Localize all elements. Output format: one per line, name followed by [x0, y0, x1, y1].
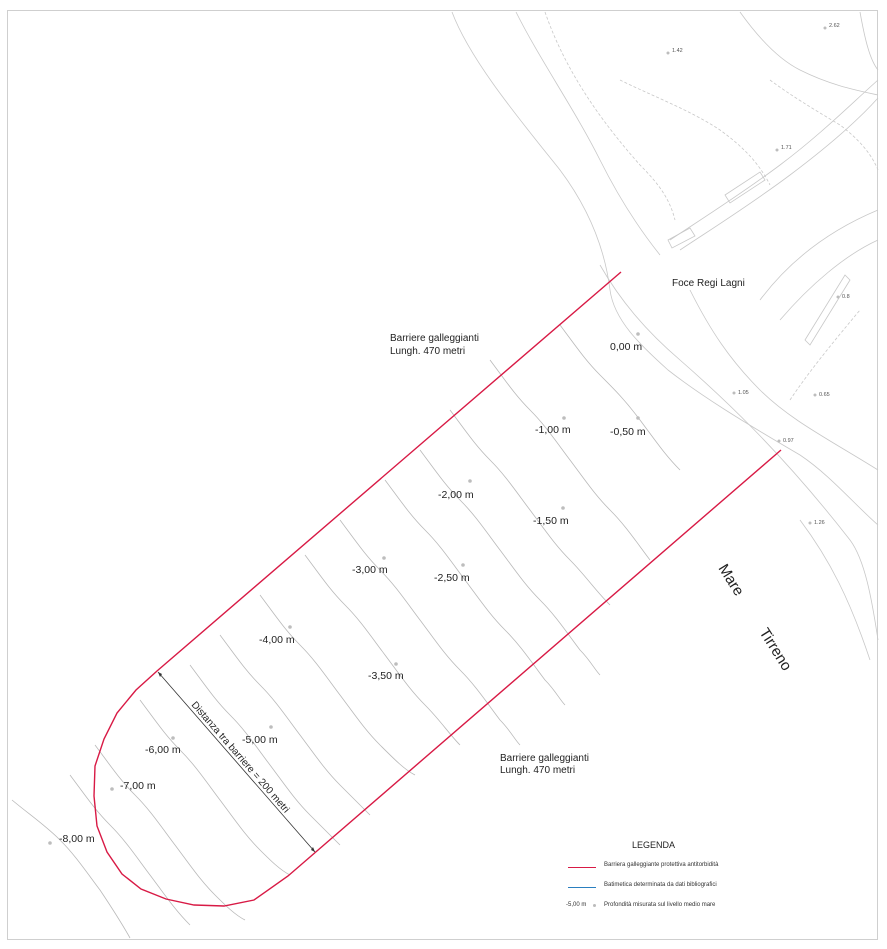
map-frame: [7, 10, 878, 940]
spot-height: 2.62: [829, 23, 840, 29]
depth-label-400: -4,00 m: [259, 634, 295, 646]
depth-label-100: -1,00 m: [535, 424, 571, 436]
sea-name: Mare Tirreno: [715, 561, 795, 674]
spot-height: 1.71: [781, 145, 792, 151]
depth-contours: [11, 324, 681, 939]
spot-height-labels: 2.62 1.42 1.71 0.8 1.05 0.65 0.97 1.26: [672, 23, 850, 526]
floating-barrier: [93, 271, 782, 907]
legend-label: Barriera galleggiante protettiva antitor…: [604, 862, 719, 868]
spot-height: 1.42: [672, 48, 683, 54]
depth-label-600: -6,00 m: [145, 744, 181, 756]
distance-dimension: [157, 671, 316, 853]
spot-height-points: [666, 26, 840, 525]
legend-swatch-barrier: [568, 867, 596, 869]
river-mouth-label: Foce Regi Lagni: [672, 278, 745, 289]
depth-label-200: -2,00 m: [438, 489, 474, 501]
depth-label-800: -8,00 m: [59, 833, 95, 845]
spot-height: 0.97: [783, 438, 794, 444]
coastline-features: [451, 11, 879, 661]
depth-label-700: -7,00 m: [120, 780, 156, 792]
spot-height: 1.05: [738, 390, 749, 396]
barrier-label-bottom-line1: Barriere galleggianti: [500, 753, 589, 764]
sea-name-word-1: Mare: [715, 561, 748, 599]
legend-sample-dot: [593, 904, 596, 907]
legend-item-barrier: Barriera galleggiante protettiva antitor…: [560, 862, 800, 874]
barrier-label-bottom-line2: Lungh. 470 metri: [500, 765, 575, 776]
depth-sounding-points: [48, 332, 640, 845]
depth-label-0: 0,00 m: [610, 341, 642, 353]
legend-item-depth-point: -5,00 m Profondità misurata sul livello …: [560, 902, 800, 914]
legend-sample-depth: -5,00 m: [566, 902, 587, 908]
depth-label-350: -3,50 m: [368, 670, 404, 682]
spot-height: 0.8: [842, 294, 850, 300]
sea-name-word-2: Tirreno: [756, 625, 795, 674]
depth-labels: 0,00 m -0,50 m -1,00 m -1,50 m -2,00 m -…: [59, 341, 646, 845]
barrier-label-bottom: Barriere galleggianti Lungh. 470 metri: [500, 753, 589, 776]
barrier-distance-label: Distanza tra barriere = 200 metri: [189, 700, 292, 816]
depth-label-150: -1,50 m: [533, 515, 569, 527]
legend-label: Batimetica determinata da dati bibliogra…: [604, 882, 717, 888]
depth-label-500: -5,00 m: [242, 734, 278, 746]
depth-label-250: -2,50 m: [434, 572, 470, 584]
legend-swatch-bathymetry: [568, 887, 596, 889]
barrier-label-top: Barriere galleggianti Lungh. 470 metri: [390, 333, 479, 357]
depth-label-300: -3,00 m: [352, 564, 388, 576]
legend-label: Profondità misurata sul livello medio ma…: [604, 902, 716, 908]
spot-height: 0.65: [819, 392, 830, 398]
depth-label-050: -0,50 m: [610, 426, 646, 438]
barrier-label-top-line2: Lungh. 470 metri: [390, 346, 465, 357]
legend-title: LEGENDA: [632, 840, 676, 850]
barrier-label-top-line1: Barriere galleggianti: [390, 333, 479, 344]
spot-height: 1.26: [814, 520, 825, 526]
legend-item-bathymetry: Batimetica determinata da dati bibliogra…: [560, 882, 800, 894]
